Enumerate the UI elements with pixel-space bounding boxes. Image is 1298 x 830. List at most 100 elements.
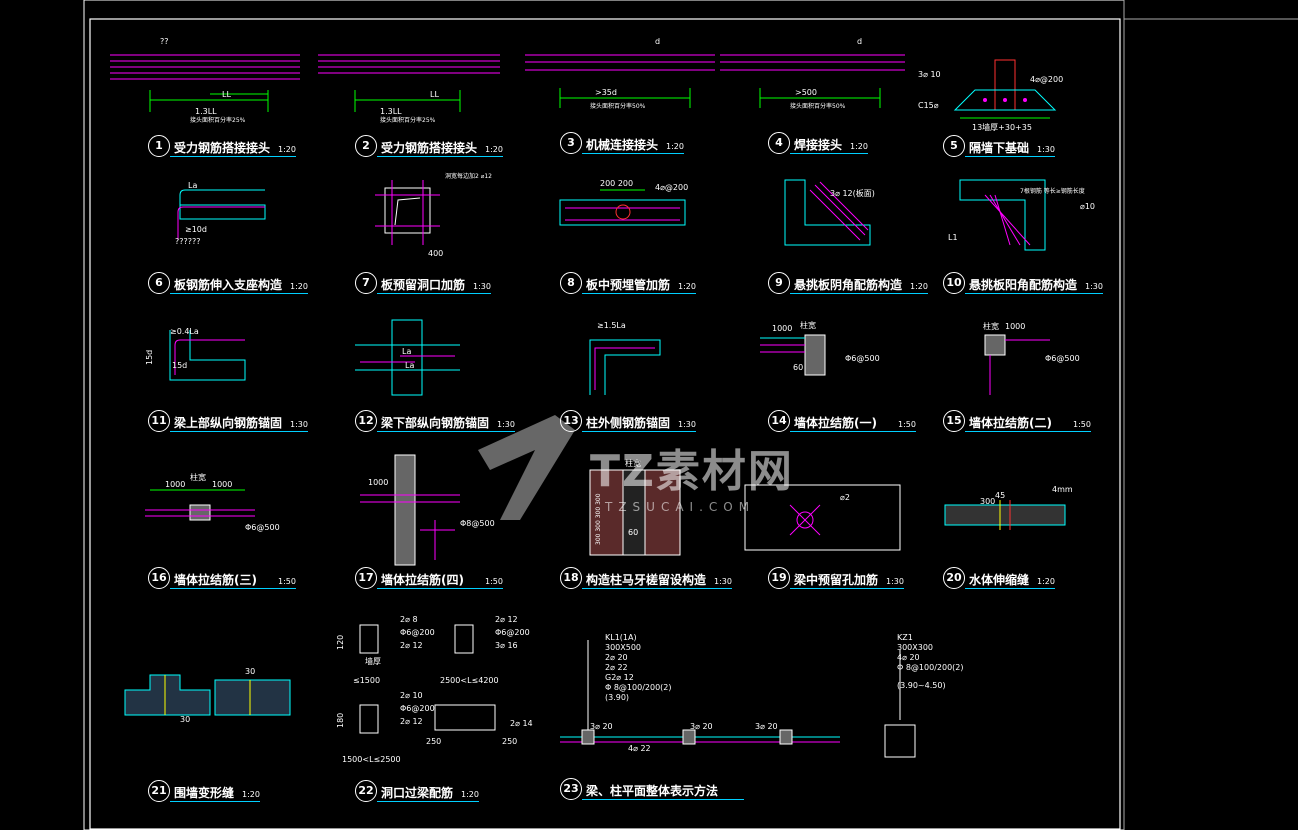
detail-number-10: 10 (943, 272, 965, 294)
svg-text:7根钢筋 等长≥钢筋长度: 7根钢筋 等长≥钢筋长度 (1020, 187, 1085, 195)
svg-text:1000: 1000 (772, 324, 792, 333)
detail-14-drawing: 1000 柱宽 60 Φ6@500 (760, 320, 880, 376)
detail-scale-3: 1:20 (666, 142, 684, 151)
detail-underline-21 (170, 801, 260, 802)
svg-text:接头面积百分率25%: 接头面积百分率25% (380, 116, 436, 124)
svg-text:300X500: 300X500 (605, 643, 641, 652)
svg-text:接头面积百分率50%: 接头面积百分率50% (790, 102, 846, 110)
svg-text:1000: 1000 (1005, 322, 1025, 331)
svg-text:2⌀ 8: 2⌀ 8 (400, 615, 418, 624)
detail-number-21: 21 (148, 780, 170, 802)
detail-title-1: 受力钢筋搭接接头 (174, 141, 271, 155)
detail-5-drawing: 3⌀ 10 C15⌀ 4⌀@200 13墙厚+30+35 (918, 59, 1063, 132)
detail-7-drawing: 400 洞宽每边加2 ⌀12 (375, 172, 492, 258)
svg-text:2⌀ 20: 2⌀ 20 (605, 653, 628, 662)
svg-text:>35d: >35d (595, 88, 617, 97)
svg-text:3⌀ 20: 3⌀ 20 (690, 722, 713, 731)
detail-number-9: 9 (768, 272, 790, 294)
detail-title-16: 墙体拉结筋(三) (174, 573, 257, 587)
svg-text:300: 300 (980, 497, 995, 506)
svg-text:Φ8@500: Φ8@500 (460, 519, 495, 528)
detail-number-6: 6 (148, 272, 170, 294)
svg-text:300 300 300 300: 300 300 300 300 (595, 493, 602, 545)
svg-text:(3.90): (3.90) (605, 693, 629, 702)
svg-text:2500<L≤4200: 2500<L≤4200 (440, 676, 499, 685)
detail-scale-10: 1:30 (1085, 282, 1103, 291)
detail-16-drawing: 1000 柱宽 1000 Φ6@500 (145, 472, 280, 532)
svg-text:≥1.5La: ≥1.5La (597, 321, 626, 330)
detail-scale-15: 1:50 (1073, 420, 1091, 429)
detail-underline-13 (582, 431, 696, 432)
svg-text:2⌀ 22: 2⌀ 22 (605, 663, 628, 672)
detail-number-7: 7 (355, 272, 377, 294)
detail-title-12: 梁下部纵向钢筋锚固 (381, 416, 490, 430)
svg-text:Φ6@500: Φ6@500 (845, 354, 880, 363)
detail-number-13: 13 (560, 410, 582, 432)
svg-text:3⌀ 12(板面): 3⌀ 12(板面) (830, 188, 875, 198)
svg-text:400: 400 (428, 249, 443, 258)
detail-number-18: 18 (560, 567, 582, 589)
detail-scale-12: 1:30 (497, 420, 515, 429)
svg-text:d: d (857, 37, 862, 46)
detail-scale-22: 1:20 (461, 790, 479, 799)
detail-title-18: 构造柱马牙槎留设构造 (586, 573, 707, 587)
svg-text:Φ6@500: Φ6@500 (245, 523, 280, 532)
detail-number-19: 19 (768, 567, 790, 589)
detail-underline-9 (790, 293, 928, 294)
detail-title-19: 梁中预留孔加筋 (794, 573, 879, 587)
svg-text:KL1(1A): KL1(1A) (605, 633, 637, 642)
svg-text:1.3LL: 1.3LL (380, 107, 402, 116)
svg-text:180: 180 (336, 713, 345, 728)
svg-text:3⌀ 20: 3⌀ 20 (590, 722, 613, 731)
detail-scale-19: 1:30 (886, 577, 904, 586)
svg-text:≤1500: ≤1500 (353, 676, 380, 685)
svg-text:1.3LL: 1.3LL (195, 107, 217, 116)
detail-underline-23 (582, 799, 744, 800)
inner-frame (89, 18, 1121, 830)
detail-18-drawing: 柱宽 60 300 300 300 300 (589, 458, 681, 556)
detail-number-5: 5 (943, 135, 965, 157)
svg-text:2⌀ 12: 2⌀ 12 (400, 717, 423, 726)
svg-text:15d: 15d (145, 350, 154, 365)
detail-scale-1: 1:20 (278, 145, 296, 154)
svg-text:接头面积百分率25%: 接头面积百分率25% (190, 116, 246, 124)
svg-text:Φ 8@100/200(2): Φ 8@100/200(2) (897, 663, 964, 672)
detail-scale-17: 1:50 (485, 577, 503, 586)
detail-scale-18: 1:30 (714, 577, 732, 586)
detail-number-16: 16 (148, 567, 170, 589)
detail-2-drawing: LL 1.3LL 接头面积百分率25% (318, 54, 500, 124)
detail-title-15: 墙体拉结筋(二) (969, 416, 1052, 430)
detail-scale-4: 1:20 (850, 142, 868, 151)
detail-title-21: 围墙变形缝 (174, 786, 235, 800)
svg-text:柱宽: 柱宽 (800, 320, 816, 330)
detail-number-11: 11 (148, 410, 170, 432)
svg-text:??: ?? (160, 37, 169, 46)
detail-title-11: 梁上部纵向钢筋锚固 (174, 416, 283, 430)
detail-number-8: 8 (560, 272, 582, 294)
detail-underline-11 (170, 431, 308, 432)
svg-text:4mm: 4mm (1052, 485, 1073, 494)
detail-underline-12 (377, 431, 515, 432)
svg-text:60: 60 (628, 528, 638, 537)
svg-text:4⌀ 22: 4⌀ 22 (628, 744, 651, 753)
detail-scale-2: 1:20 (485, 145, 503, 154)
detail-underline-2 (377, 156, 503, 157)
svg-text:洞宽每边加2 ⌀12: 洞宽每边加2 ⌀12 (445, 172, 492, 180)
detail-number-22: 22 (355, 780, 377, 802)
svg-text:柱宽: 柱宽 (983, 321, 999, 331)
svg-text:≥0.4La: ≥0.4La (170, 327, 199, 336)
detail-title-6: 板钢筋伸入支座构造 (174, 278, 283, 292)
svg-text:La: La (188, 181, 197, 190)
detail-scale-13: 1:30 (678, 420, 696, 429)
detail-8-drawing: 200 200 4⌀@200 (559, 179, 688, 226)
svg-text:d: d (655, 37, 660, 46)
detail-title-23: 梁、柱平面整体表示方法 (586, 784, 719, 798)
svg-text:La: La (402, 347, 411, 356)
svg-text:LL: LL (430, 90, 439, 99)
detail-scale-16: 1:50 (278, 577, 296, 586)
detail-title-10: 悬挑板阳角配筋构造 (969, 278, 1078, 292)
detail-scale-5: 1:30 (1037, 145, 1055, 154)
svg-text:2⌀ 12: 2⌀ 12 (495, 615, 518, 624)
detail-underline-8 (582, 293, 696, 294)
